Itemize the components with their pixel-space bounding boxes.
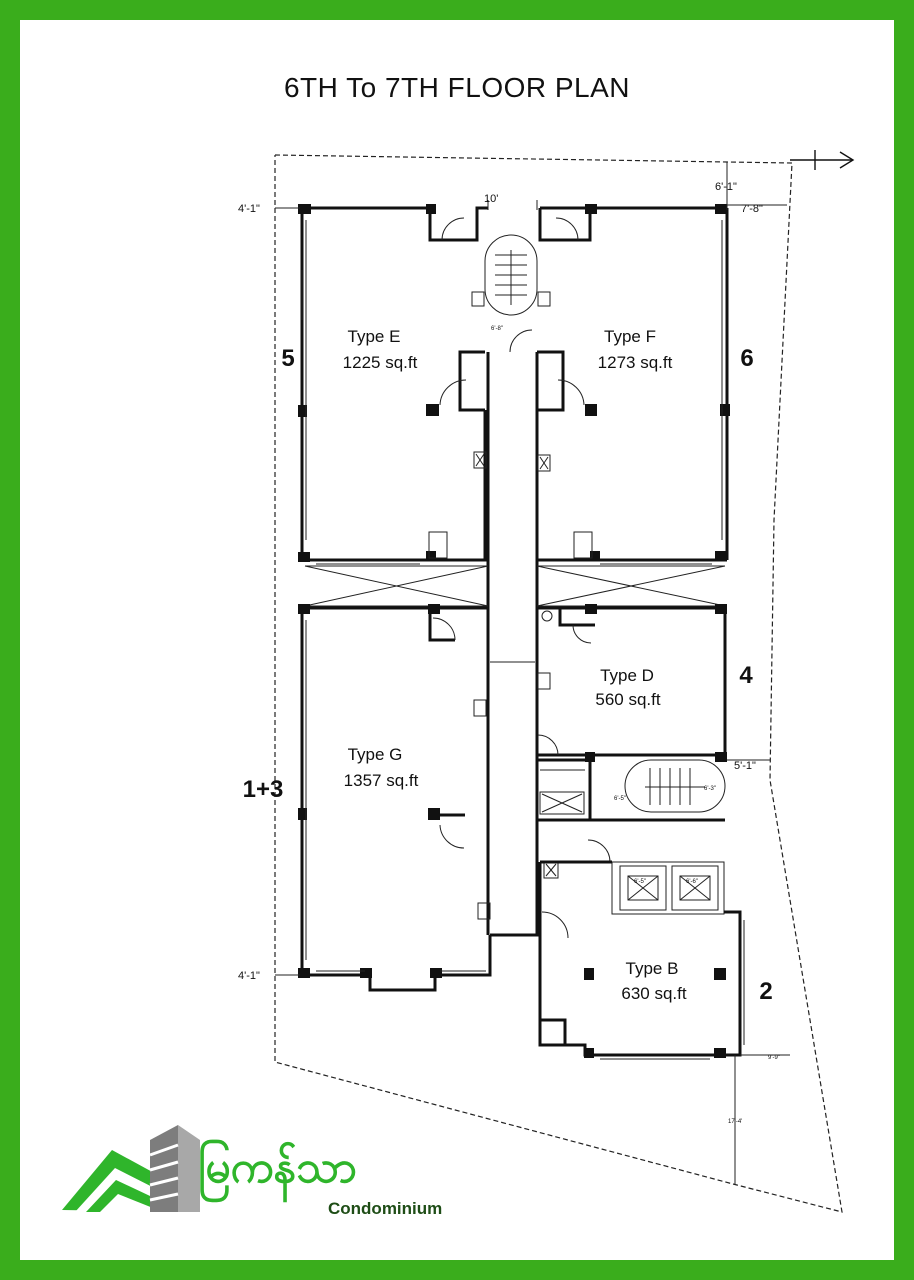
unit-d-area: 560 sq.ft <box>595 690 660 709</box>
dim-stair-mid-right: 6'-3" <box>704 786 716 792</box>
unit-d-walls <box>537 604 727 762</box>
dim-top-right-lower: 7'-8" <box>741 203 763 215</box>
unit-e-number: 5 <box>281 345 294 372</box>
page-title: 6TH To 7TH FLOOR PLAN <box>283 72 631 103</box>
unit-d-name: Type D <box>600 666 654 685</box>
logo-text: Condominium <box>328 1199 442 1218</box>
unit-g-number: 1+3 <box>243 776 284 803</box>
north-arrow-icon <box>790 150 855 170</box>
dim-right-mid: 5'-1" <box>734 760 756 772</box>
dim-lift-left: 6'-5" <box>634 879 646 885</box>
dimension-lines <box>275 162 790 1185</box>
top-stair <box>471 234 551 353</box>
dim-lift-right: 6'-6" <box>686 879 698 885</box>
unit-e-walls <box>298 204 488 565</box>
dim-stair-mid-left: 6'-5" <box>614 796 626 802</box>
logo-script: မြကန်သာ <box>198 1140 357 1203</box>
dim-bottom-right-a: 9'-9" <box>768 1055 780 1061</box>
building-logo-icon <box>62 1125 200 1214</box>
unit-b-walls <box>490 860 745 1060</box>
dim-stair-top: 6'-8" <box>491 326 503 332</box>
unit-f-number: 6 <box>740 345 753 372</box>
unit-g-walls <box>298 604 492 992</box>
unit-b-number: 2 <box>759 978 772 1005</box>
dim-left-bottom: 4'-1" <box>238 970 260 982</box>
open-bracing <box>304 565 726 607</box>
unit-f-walls <box>535 204 730 565</box>
dim-bottom-right-b: 17'-4' <box>728 1119 742 1125</box>
unit-b-name: Type B <box>626 959 679 978</box>
unit-e-name: Type E <box>348 327 401 346</box>
unit-f-area: 1273 sq.ft <box>598 353 673 372</box>
unit-e-area: 1225 sq.ft <box>343 353 418 372</box>
dim-left-top: 4'-1" <box>238 203 260 215</box>
unit-g-area: 1357 sq.ft <box>344 771 419 790</box>
property-boundary <box>274 154 843 1213</box>
unit-g-name: Type G <box>348 745 403 764</box>
plan-sheet <box>20 20 894 1260</box>
central-corridor <box>473 352 551 935</box>
unit-b-area: 630 sq.ft <box>621 984 686 1003</box>
dim-top-center: 10' <box>484 193 498 205</box>
lift-core <box>543 861 725 915</box>
unit-f-name: Type F <box>604 327 656 346</box>
lower-stair-core <box>537 758 726 863</box>
unit-d-number: 4 <box>739 662 753 689</box>
dim-top-right-upper: 6'-1" <box>715 181 737 193</box>
